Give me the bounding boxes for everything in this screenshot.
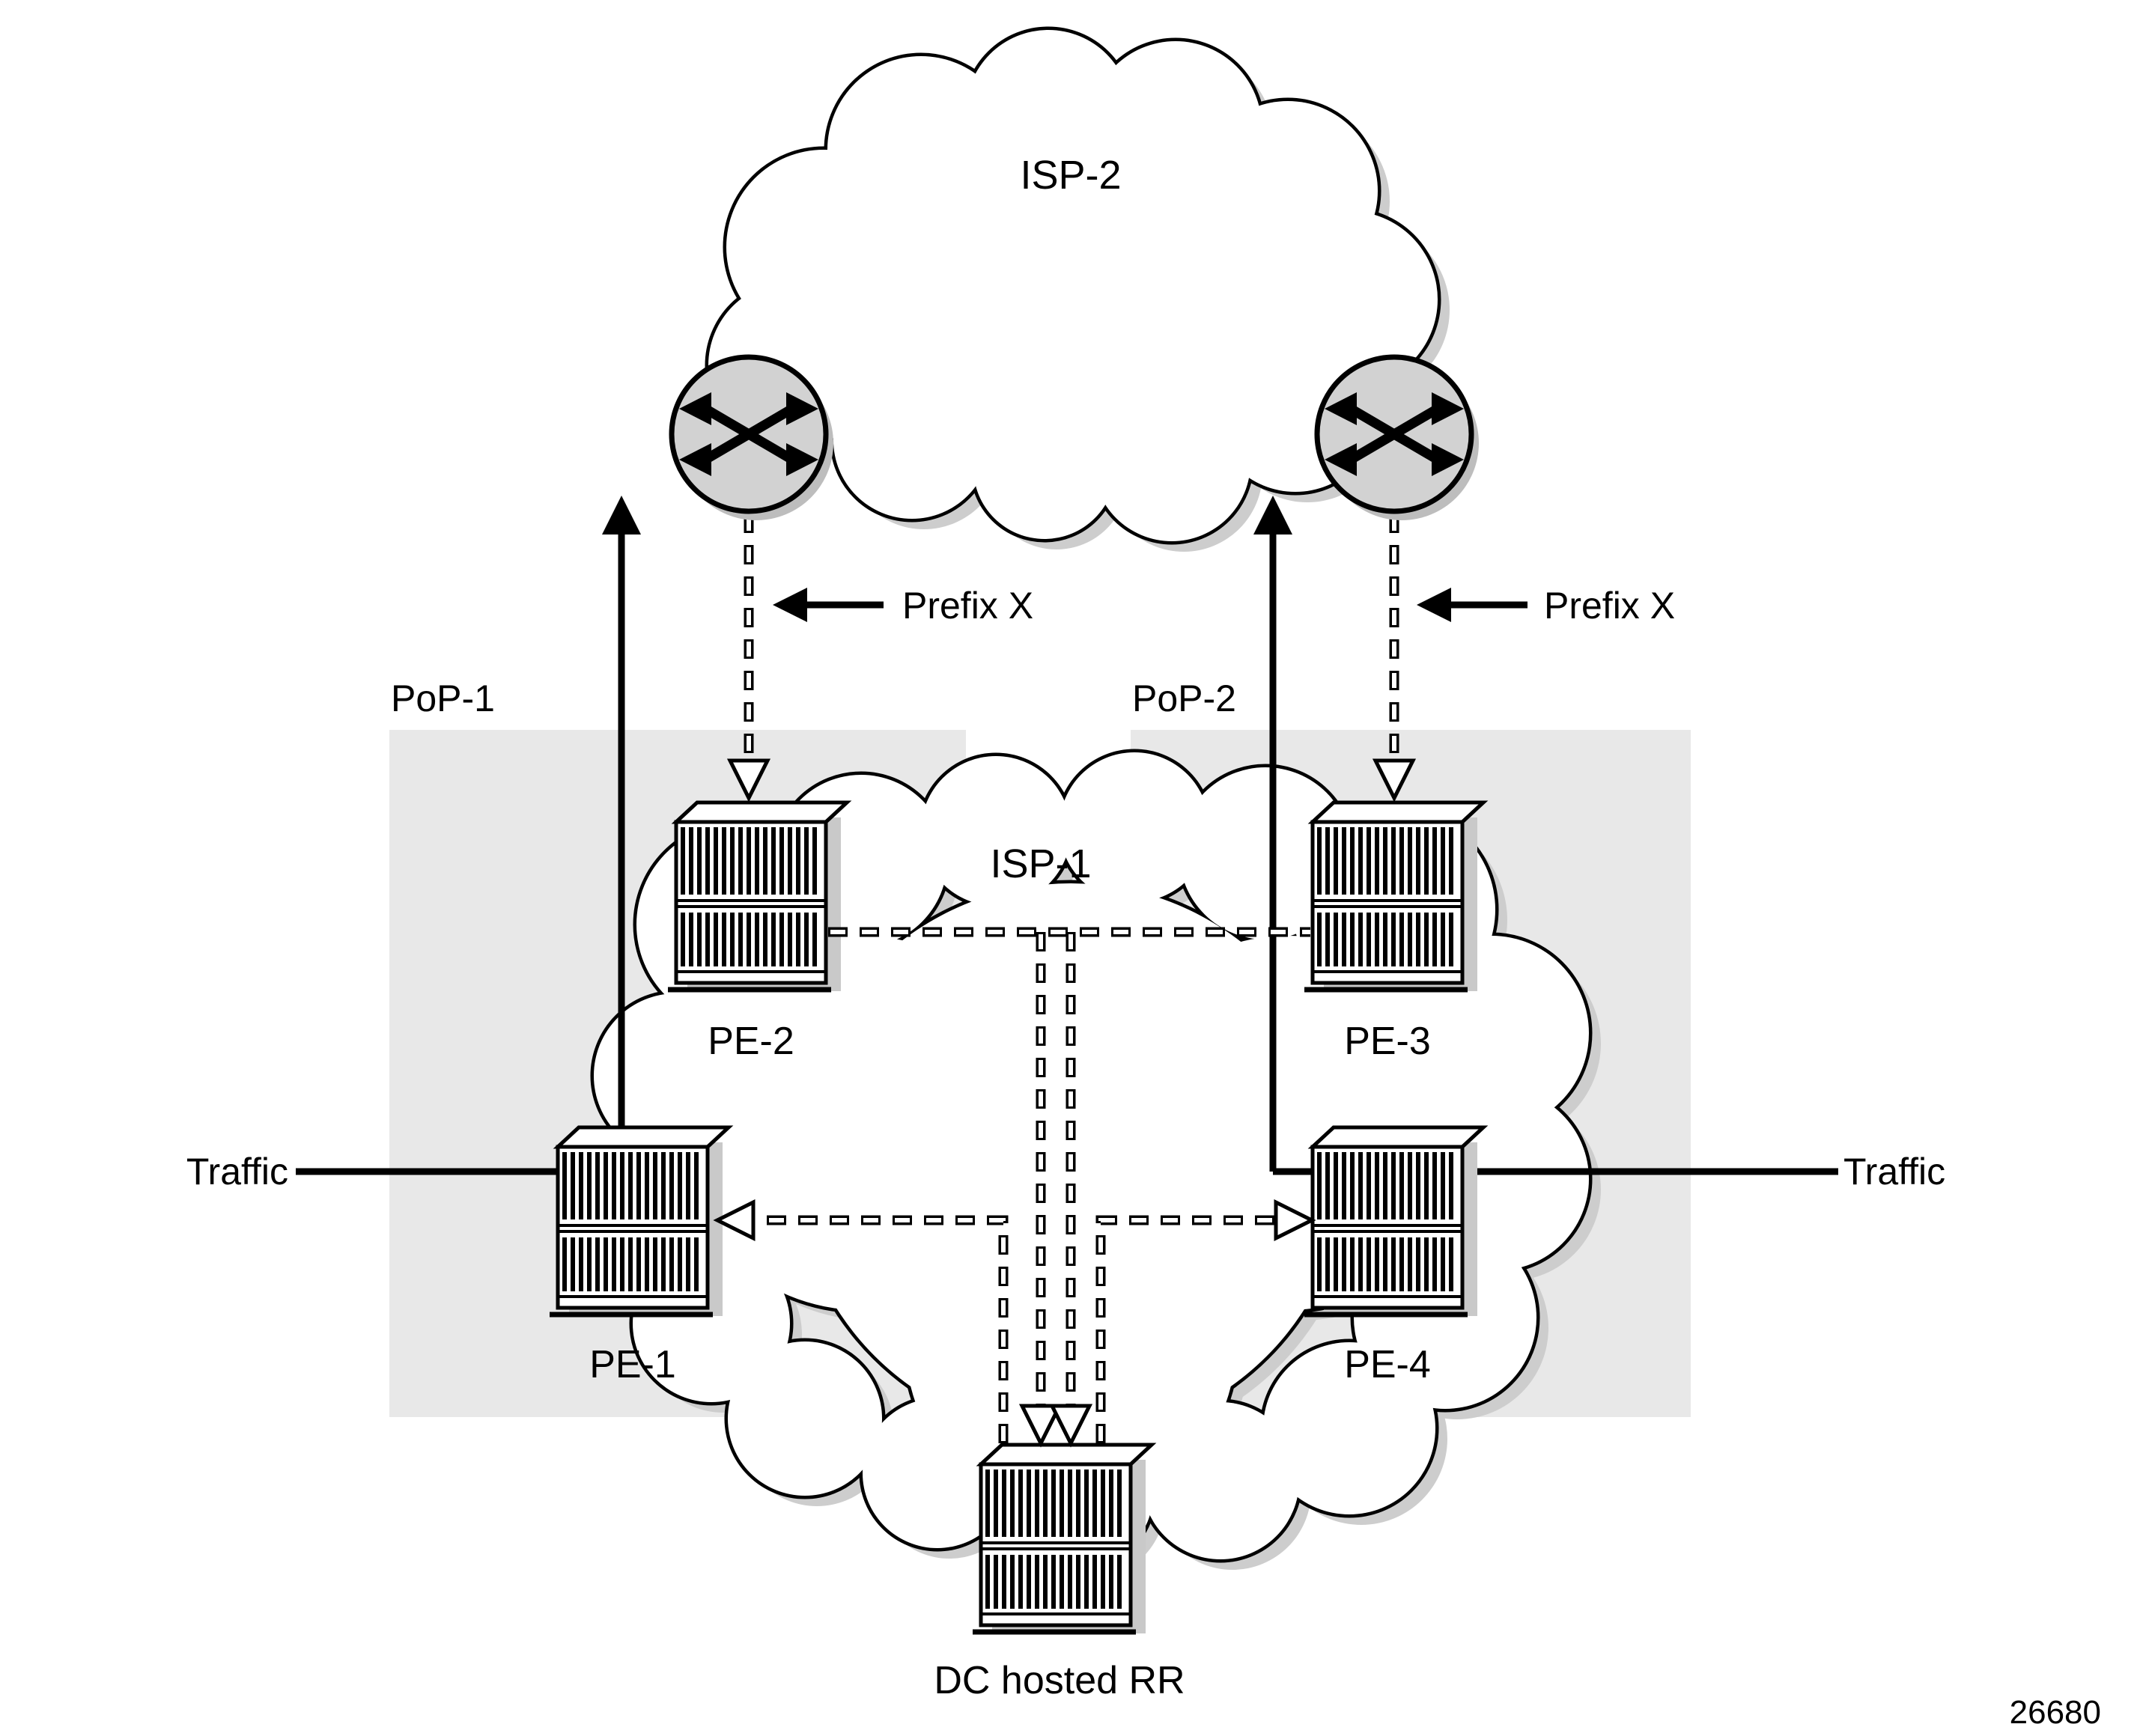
traffic-left-label: Traffic xyxy=(186,1151,288,1193)
route-isp2-to-pe2 xyxy=(726,514,771,802)
pop1-label: PoP-1 xyxy=(391,677,495,719)
route-pe2-to-rr xyxy=(1018,932,1063,1448)
pe4-router xyxy=(1304,1127,1483,1316)
isp2-cloud-label: ISP-2 xyxy=(1020,153,1121,198)
rr-label: DC hosted RR xyxy=(934,1659,1185,1702)
route-pe3-to-rr xyxy=(1048,932,1093,1448)
traffic-right-arrowhead xyxy=(1253,496,1292,534)
isp1-cloud-label: ISP-1 xyxy=(990,841,1091,886)
pe2-label: PE-2 xyxy=(708,1020,794,1063)
pe1-label: PE-1 xyxy=(589,1343,676,1386)
pe3-label: PE-3 xyxy=(1344,1020,1431,1063)
traffic-right-label: Traffic xyxy=(1843,1151,1945,1193)
route-rr-to-pe1 xyxy=(713,1199,1009,1443)
pe3-router xyxy=(1304,802,1483,991)
route-rr-to-pe4 xyxy=(1095,1199,1316,1443)
prefix-x-left-arrow xyxy=(773,588,884,622)
figure-number: 26680 xyxy=(2010,1694,2101,1731)
prefix-x-left-label: Prefix X xyxy=(902,585,1033,627)
pe2-router xyxy=(668,802,847,991)
prefix-x-right-arrow xyxy=(1417,588,1527,622)
pe4-label: PE-4 xyxy=(1344,1343,1431,1386)
route-isp2-to-pe3 xyxy=(1372,514,1417,802)
prefix-x-right-label: Prefix X xyxy=(1544,585,1675,627)
pe1-router xyxy=(550,1127,729,1316)
rr-router xyxy=(973,1445,1152,1633)
traffic-left-arrowhead xyxy=(602,496,641,534)
pop2-label: PoP-2 xyxy=(1132,677,1236,719)
